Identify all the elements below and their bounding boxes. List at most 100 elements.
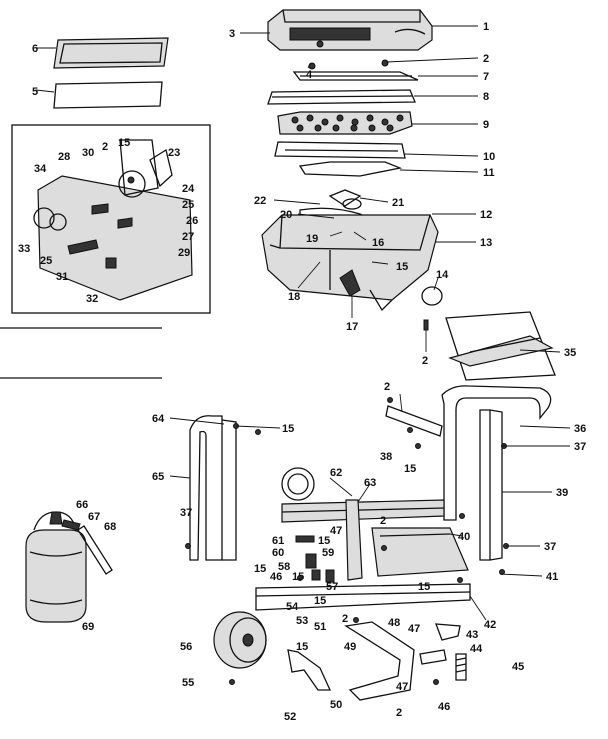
callout-47-frame: 47: [330, 525, 342, 537]
callout-40: 40: [458, 531, 470, 543]
callout-61: 61: [272, 535, 284, 547]
right-leg: [441, 385, 552, 561]
callout-11: 11: [483, 167, 495, 179]
side-shelf-inset: [445, 311, 556, 381]
grill-lid: [267, 9, 433, 51]
callout-6: 6: [32, 43, 38, 55]
callout-21: 21: [392, 197, 404, 209]
callout-37-leg: 37: [544, 541, 556, 553]
callout-50: 50: [330, 699, 342, 711]
callout-2-foot: 2: [396, 707, 402, 719]
callout-49: 49: [344, 641, 356, 653]
callout-15-bottom: 15: [314, 595, 326, 607]
callout-10: 10: [483, 151, 495, 163]
igniter-knob: [421, 286, 443, 331]
lid-screws: [308, 59, 389, 70]
warming-rack: [292, 71, 419, 81]
back-brace: [385, 405, 443, 437]
callout-24: 24: [182, 183, 195, 195]
axle-bracket: [287, 621, 467, 701]
callout-37-leftleg: 37: [180, 507, 192, 519]
callout-15-leftleg: 15: [282, 423, 294, 435]
callout-45: 45: [512, 661, 524, 673]
callout-26: 26: [186, 215, 198, 227]
callout-64: 64: [152, 413, 165, 425]
callout-67: 67: [88, 511, 100, 523]
leader-lines: [35, 25, 571, 621]
callout-35: 35: [564, 347, 576, 359]
callout-68: 68: [104, 521, 116, 533]
callout-18: 18: [288, 291, 300, 303]
callout-16: 16: [372, 237, 384, 249]
bolts: [185, 397, 509, 685]
callout-27: 27: [182, 231, 194, 243]
propane-tank: [25, 511, 113, 623]
callout-47-foot: 47: [396, 681, 408, 693]
callout-13: 13: [480, 237, 492, 249]
callout-32: 32: [86, 293, 98, 305]
callout-15-axle: 15: [296, 641, 308, 653]
callout-25-panel: 25: [182, 199, 194, 211]
callout-9: 9: [483, 119, 489, 131]
callout-15-brace: 15: [404, 463, 416, 475]
callout-8: 8: [483, 91, 489, 103]
callout-59: 59: [322, 547, 334, 559]
callout-36: 36: [574, 423, 586, 435]
callout-31: 31: [56, 271, 68, 283]
callout-46-foot: 46: [438, 701, 450, 713]
callout-22: 22: [254, 195, 266, 207]
callout-12: 12: [480, 209, 492, 221]
callout-39: 39: [556, 487, 568, 499]
heat-shield: [298, 161, 403, 177]
control-panel-inset: [11, 124, 211, 314]
valve-parts: [295, 535, 335, 583]
callout-58: 58: [278, 561, 290, 573]
callout-25-knob: 25: [40, 255, 52, 267]
callout-57: 57: [326, 581, 338, 593]
briquet-grate: [277, 111, 413, 135]
callout-55: 55: [182, 677, 194, 689]
callout-15-lowerleft: 15: [254, 563, 266, 575]
callout-2-brace: 2: [384, 381, 390, 393]
front-cross-brace: [281, 499, 445, 523]
callout-5: 5: [32, 86, 38, 98]
callout-52: 52: [284, 711, 296, 723]
callout-33: 33: [18, 243, 30, 255]
callout-19: 19: [306, 233, 318, 245]
callout-56: 56: [180, 641, 192, 653]
bottom-shelf: [371, 527, 469, 577]
callout-46-valve: 46: [270, 571, 282, 583]
callout-54: 54: [286, 601, 299, 613]
callout-7: 7: [483, 71, 489, 83]
callout-47-axle: 47: [408, 623, 420, 635]
left-leg: [189, 415, 237, 561]
callout-2-frame: 2: [380, 515, 386, 527]
callout-63: 63: [364, 477, 376, 489]
callout-20: 20: [280, 209, 292, 221]
callout-15-panel: 15: [118, 137, 130, 149]
callout-15-firebox: 15: [396, 261, 408, 273]
callout-65: 65: [152, 471, 164, 483]
rock-grate: [274, 141, 406, 159]
callout-2-axle: 2: [342, 613, 348, 625]
callout-1: 1: [483, 21, 489, 33]
callout-66: 66: [76, 499, 88, 511]
callout-37-right: 37: [574, 441, 586, 453]
callout-15-valve: 15: [318, 535, 330, 547]
callout-29: 29: [178, 247, 190, 259]
callout-17: 17: [346, 321, 358, 333]
callout-53: 53: [296, 615, 308, 627]
callout-14: 14: [436, 269, 449, 281]
callout-69: 69: [82, 621, 94, 633]
cooking-grid: [267, 89, 416, 105]
callout-2-panel: 2: [102, 141, 108, 153]
callout-2-igniter: 2: [422, 355, 428, 367]
center-bracket: [345, 499, 363, 581]
callout-23: 23: [168, 147, 180, 159]
callout-60: 60: [272, 547, 284, 559]
callout-62: 62: [330, 467, 342, 479]
callout-41: 41: [546, 571, 558, 583]
callout-2-lid: 2: [483, 53, 489, 65]
